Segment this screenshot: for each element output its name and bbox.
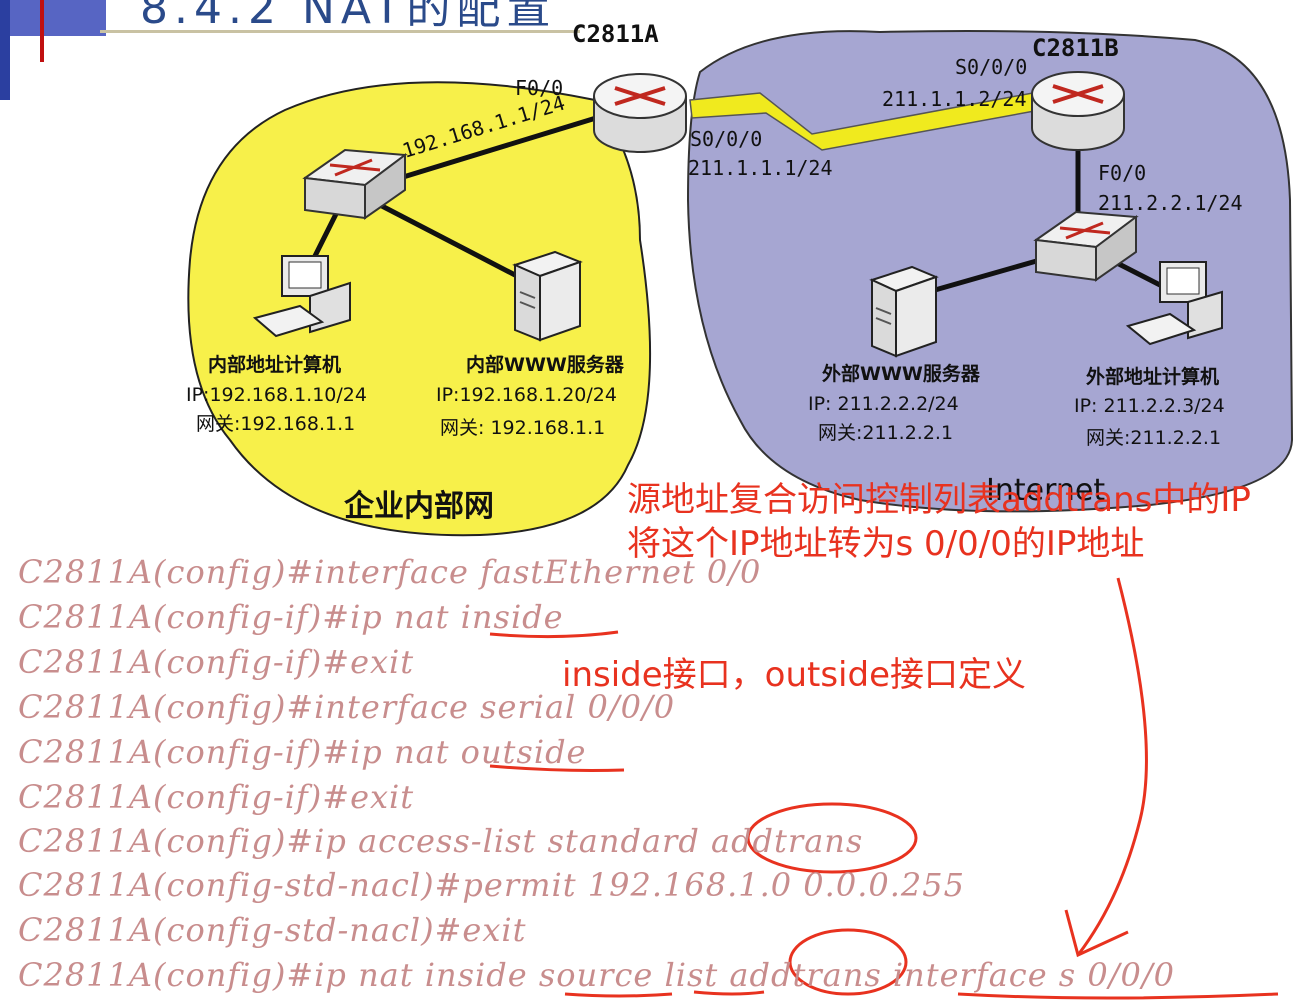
outside-zone-label: Internet [986, 473, 1105, 508]
outside-zone [686, 30, 1294, 513]
cli-line: C2811A(config)#interface fastEthernet 0/… [18, 553, 762, 591]
outside-srv-gw: 网关:211.2.2.1 [818, 422, 953, 444]
slide-title: 8.4.2 NAT的配置 [140, 0, 557, 34]
annotation-translate-note: 将这个IP地址转为s 0/0/0的IP地址 [627, 524, 1145, 564]
outside-pc-icon [1125, 261, 1223, 346]
inside-pc-ip: IP:192.168.1.10/24 [186, 384, 367, 406]
router-a-name: C2811A [572, 20, 659, 48]
router-b-f0-label: F0/0 [1098, 161, 1146, 185]
outside-srv-ip: IP: 211.2.2.2/24 [808, 393, 959, 415]
annotation-arrow [1076, 577, 1148, 956]
inside-srv-ip: IP:192.168.1.20/24 [436, 384, 617, 406]
cli-line: C2811A(config)#interface serial 0/0/0 [18, 688, 676, 726]
arrow-head [1064, 909, 1129, 958]
inside-pc-gw: 网关:192.168.1.1 [196, 413, 355, 435]
router-b-icon [1031, 71, 1125, 151]
underline-inside [489, 630, 619, 639]
header-bar [0, 0, 10, 100]
header-decoration [10, 0, 106, 36]
hand-annotations [489, 577, 1279, 1000]
underline-outside [489, 764, 625, 772]
annotation-acl-note: 源地址复合访问控制列表addtrans中的IP [627, 480, 1251, 520]
header-accent [40, 0, 44, 62]
underline-list [693, 990, 765, 996]
inside-server-icon [512, 250, 583, 342]
router-b-name: C2811B [1032, 34, 1119, 62]
cli-line: C2811A(config-if)#ip nat inside [18, 598, 564, 636]
router-a-icon [593, 73, 687, 153]
outside-srv-title: 外部WWW服务器 [822, 362, 981, 385]
cli-line: C2811A(config)#ip nat inside source list… [18, 956, 1176, 994]
router-a-s0-ip: 211.1.1.1/24 [688, 156, 833, 180]
outside-pc-ip: IP: 211.2.2.3/24 [1074, 395, 1225, 417]
inside-zone-label: 企业内部网 [344, 489, 494, 524]
router-b-s0-ip: 211.1.1.2/24 [882, 87, 1027, 111]
outside-server-icon [869, 265, 939, 358]
inside-pc-title: 内部地址计算机 [208, 353, 341, 376]
link-switch-b-server [934, 257, 1041, 293]
link-switch-a-pc [309, 208, 341, 264]
annotation-interface-note: inside接口，outside接口定义 [562, 655, 1026, 695]
outside-pc-title: 外部地址计算机 [1086, 365, 1219, 388]
link-switch-a-server [378, 202, 517, 278]
link-switch-b-pc [1113, 259, 1162, 288]
circle-addtrans-2 [788, 928, 908, 996]
title-underline [100, 30, 580, 33]
inside-srv-title: 内部WWW服务器 [466, 353, 625, 376]
inside-pc-icon [252, 255, 351, 338]
cli-line: C2811A(config-std-nacl)#exit [18, 911, 527, 949]
router-b-s0-label: S0/0/0 [955, 55, 1027, 79]
switch-b-icon [1033, 210, 1139, 282]
cli-line: C2811A(config-std-nacl)#permit 192.168.1… [18, 866, 965, 904]
cli-line: C2811A(config-if)#exit [18, 778, 415, 816]
underline-source [564, 992, 673, 998]
link-switch-a-router-a [399, 115, 597, 181]
router-a-f0-label: F0/0 [515, 76, 563, 100]
cli-line: C2811A(config-if)#exit [18, 643, 415, 681]
router-a-s0-label: S0/0/0 [690, 127, 762, 151]
underline-interface [957, 992, 1279, 1000]
cli-line: C2811A(config-if)#ip nat outside [18, 733, 587, 771]
cli-line: C2811A(config)#ip access-list standard a… [18, 822, 864, 860]
switch-a-icon [302, 148, 408, 220]
inside-srv-gw: 网关: 192.168.1.1 [440, 417, 605, 439]
router-b-f0-ip: 211.2.2.1/24 [1098, 191, 1243, 215]
circle-addtrans [746, 802, 918, 874]
outside-pc-gw: 网关:211.2.2.1 [1086, 427, 1221, 449]
